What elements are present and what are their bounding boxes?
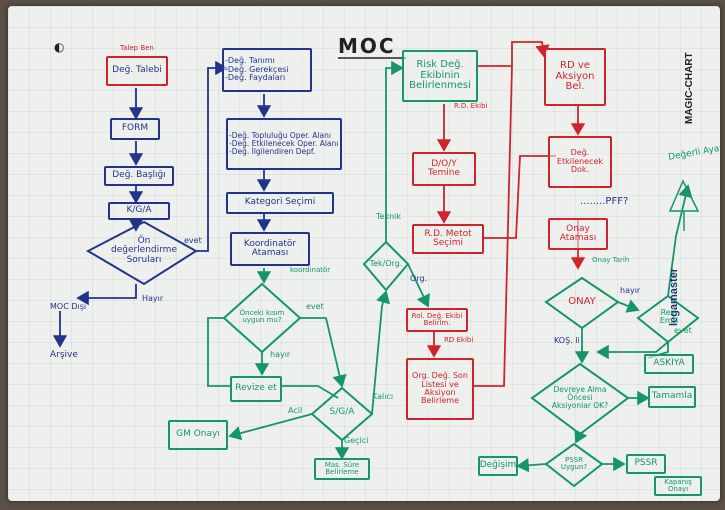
dog-baslig-box: Değ. Başlığı [104,166,174,186]
koord-box: Koordinatör Ataması [230,232,310,266]
list1-box: -Değ. Tanımı -Değ. Gerekçesi -Değ. Fayda… [222,48,312,92]
kosul-label: KOŞ. li [554,336,580,345]
tek-org-label: Tek/Org. [369,258,403,268]
onay-note: Onay Tarih [592,256,630,264]
rol-box: Rol. Değ. Ekibi Belirlm. [406,308,468,332]
rd-aks-box: RD ve Aksiyon Bel. [544,48,606,106]
board-title: MOC [338,34,396,58]
onay-atama-box: Onay Ataması [548,218,608,250]
dog-talebi-box: Değ. Talebi [106,56,168,86]
kapanis-box: Kapanış Onayı [654,476,702,496]
list1-item: -Değ. Faydaları [225,73,286,83]
sga-label: S/G/A [329,407,355,418]
list1-item: -Değ. Gerekçesi [225,64,289,74]
gecici-label: Geçici [344,436,369,445]
hayir-label-3: hayır [620,286,641,295]
rd-ekibi-label: R.D. Ekibi [454,102,488,110]
teknik-label: Teknik [376,212,402,221]
pssr-diamond [544,442,604,488]
evet-label-2: evet [306,302,324,311]
kalici-label: Kalıcı [372,392,394,401]
moc-disi-label: MOC Dışı [50,302,87,311]
org-label: Org. [410,274,428,283]
hayir-label-2: hayır [270,350,291,359]
list2-box: -Değ. Topluluğu Oper. Alanı -Değ. Etkile… [226,118,342,170]
rd-metot-box: R.D. Metot Seçimi [412,224,484,254]
form-box: FORM [110,118,160,140]
list2-item: -Değ. Topluluğu Oper. Alanı [229,131,331,141]
onceki-label: Önceki kısım uygun mu? [239,308,285,324]
degisim-box: Değişim [478,456,518,476]
list1-item: -Değ. Tanımı [225,56,275,66]
org-deg-box: Org. Değ. Son Listesi ve Aksiyon Belirle… [406,358,474,420]
tek-org-diamond [362,240,410,292]
talep-note: Talep Ben [120,44,154,52]
doy-box: D/O/Y Temine [412,152,476,186]
rev-label: Rev. Emri [659,307,679,325]
mas-box: Mas. Süre Belirleme [314,458,370,480]
tree-sketch [668,179,700,231]
kga-box: K/G/A [108,202,170,220]
on-deg-diamond [85,220,198,286]
onay-label: ONAY [568,295,596,307]
rd-note: RD Ekibi [444,336,474,344]
list2-item: -Değ. İlgilendiren Depf. [229,146,316,156]
whiteboard: MOC MAGIC-CHART legamaster ◐ Talep Ben D… [8,6,720,501]
dog-etk-box: Değ. Etkilenecek Dok. [548,136,612,188]
list2-item: -Değ. Etkilenecek Oper. Alanı [229,139,339,149]
on-deg-label: Ön değerlendirme Soruları [110,235,177,265]
gm-onay-box: GM Onayı [168,420,228,450]
pssr-label: PSSR Uygun? [560,455,588,471]
koord-note: koordinatör [290,266,331,274]
logo-icon: ◐ [54,40,65,54]
brand-label: MAGIC-CHART [684,52,695,124]
dots-label: ........PFF? [580,196,629,207]
hayir-label-1: Hayır [142,294,164,303]
evet-label-1: evet [184,236,202,245]
risk-box: Risk Değ. Ekibinin Belirlenmesi [402,50,478,102]
askiya-box: ASKIYA [644,354,694,374]
devreye-label: Devreye Alma Öncesi Aksiyonlar OK? [551,385,609,410]
pssr-box: PSSR [626,454,666,474]
evet-label-3: evet [674,326,692,335]
revize-box: Revize et [230,376,282,402]
tamamla-box: Tamamla [648,386,696,408]
arsiv-label: Arşive [50,350,78,360]
kategori-box: Kategori Seçimi [226,192,334,214]
acil-label: Acil [288,406,303,415]
